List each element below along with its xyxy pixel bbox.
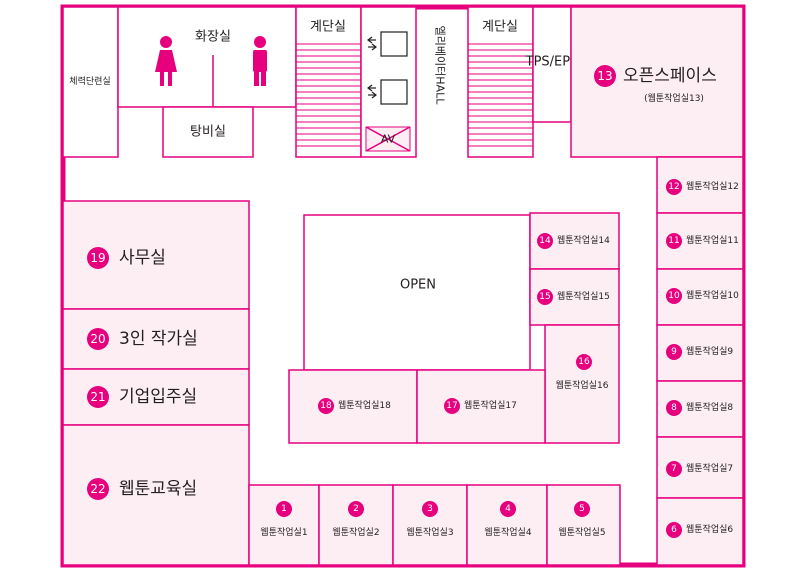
room-8-number: 8: [671, 403, 677, 413]
room-10-number: 10: [668, 291, 680, 301]
elevator-icon: [367, 79, 408, 105]
room-1[interactable]: 1 웹툰작업실1: [248, 484, 320, 566]
tps-eps-label: TPS/EPS: [525, 55, 579, 70]
room-7-number: 7: [671, 464, 677, 474]
room-16[interactable]: 16 웹툰작업실16: [544, 324, 620, 444]
room-10-name: 웹툰작업실10: [686, 290, 739, 301]
room-12-number: 12: [668, 182, 679, 192]
room-17[interactable]: 17 웹툰작업실17: [416, 369, 546, 444]
stairwell-left-label: 계단실: [310, 20, 346, 35]
room-4[interactable]: 4 웹툰작업실4: [466, 484, 548, 566]
room-4-name: 웹툰작업실4: [484, 527, 531, 538]
room-14-number: 14: [539, 236, 551, 246]
room-9-number: 9: [671, 347, 677, 357]
stairwell-right-label: 계단실: [482, 20, 518, 35]
restroom-label: 화장실: [195, 30, 231, 45]
stair-steps-left: [296, 43, 361, 147]
room-22-name: 웹툰교육실: [119, 479, 197, 499]
room-21-name: 기업입주실: [119, 387, 197, 407]
room-5[interactable]: 5 웹툰작업실5: [546, 484, 621, 566]
room-20-number: 20: [90, 332, 105, 346]
room-18-name: 웹툰작업실18: [338, 400, 391, 411]
room-15-name: 웹툰작업실15: [557, 291, 610, 302]
fitness-room-label: 체력단련실: [69, 75, 110, 87]
room-7-name: 웹툰작업실7: [686, 463, 733, 474]
room-6-name: 웹툰작업실6: [686, 524, 733, 535]
room-14[interactable]: 14 웹툰작업실14: [529, 212, 620, 270]
room-5-name: 웹툰작업실5: [558, 527, 605, 538]
elevator-block[interactable]: AV: [360, 6, 417, 158]
room-15[interactable]: 15 웹툰작업실15: [529, 268, 620, 326]
room-12-name: 웹툰작업실12: [686, 181, 739, 192]
shower-room-label: 탕비실: [190, 125, 226, 140]
room-10[interactable]: 10 웹툰작업실10: [656, 268, 744, 326]
room-15-number: 15: [539, 292, 550, 302]
room-3[interactable]: 3 웹툰작업실3: [392, 484, 468, 566]
av-room[interactable]: AV: [365, 126, 411, 152]
room-4-number: 4: [505, 504, 511, 514]
room-11-name: 웹툰작업실11: [686, 235, 739, 246]
room-21-number: 21: [90, 390, 105, 404]
room-7[interactable]: 7 웹툰작업실7: [656, 436, 744, 499]
room-17-name: 웹툰작업실17: [464, 400, 517, 411]
open-area-label: OPEN: [400, 278, 436, 293]
room-18-number: 18: [320, 401, 332, 411]
room-11-number: 11: [668, 236, 679, 246]
room-13-name: 오픈스페이스: [623, 66, 717, 86]
room-19-name: 사무실: [119, 248, 166, 268]
room-5-number: 5: [579, 504, 585, 514]
room-3-name: 웹툰작업실3: [406, 527, 453, 538]
room-12[interactable]: 12 웹툰작업실12: [656, 156, 744, 214]
room-13-sub: (웹툰작업실13): [644, 93, 704, 104]
room-2-number: 2: [353, 504, 359, 514]
tps-eps-room[interactable]: TPS/EPS: [525, 6, 579, 123]
room-19[interactable]: 19 사무실: [62, 200, 250, 310]
stairwell-right[interactable]: 계단실: [467, 6, 534, 158]
room-6-number: 6: [671, 525, 677, 535]
room-22[interactable]: 22 웹툰교육실: [62, 424, 250, 566]
stair-steps-right: [468, 43, 533, 147]
room-13[interactable]: 13 오픈스페이스 (웹툰작업실13): [570, 6, 744, 158]
room-8-name: 웹툰작업실8: [686, 402, 733, 413]
room-18[interactable]: 18 웹툰작업실18: [288, 369, 418, 444]
room-19-number: 19: [90, 251, 105, 265]
room-1-name: 웹툰작업실1: [260, 527, 307, 538]
room-9[interactable]: 9 웹툰작업실9: [656, 324, 744, 382]
stairwell-left[interactable]: 계단실: [295, 6, 362, 158]
elevator-icon: [367, 31, 408, 57]
room-2[interactable]: 2 웹툰작업실2: [318, 484, 394, 566]
room-13-number: 13: [597, 69, 612, 83]
room-6[interactable]: 6 웹툰작업실6: [656, 497, 744, 566]
room-16-number: 16: [578, 357, 590, 367]
room-1-number: 1: [281, 504, 287, 514]
room-20-name: 3인 작가실: [119, 329, 198, 349]
fitness-room[interactable]: 체력단련실: [62, 6, 119, 158]
room-17-number: 17: [446, 401, 457, 411]
room-9-name: 웹툰작업실9: [686, 346, 733, 357]
av-label: AV: [381, 133, 396, 146]
room-22-number: 22: [90, 482, 105, 496]
female-restroom-icon: [155, 36, 177, 86]
room-21[interactable]: 21 기업입주실: [62, 368, 250, 426]
room-3-number: 3: [427, 504, 433, 514]
room-2-name: 웹툰작업실2: [332, 527, 379, 538]
room-20[interactable]: 20 3인 작가실: [62, 308, 250, 370]
shower-room[interactable]: 탕비실: [162, 106, 254, 158]
open-area[interactable]: OPEN: [303, 214, 531, 371]
elevator-hall-label: 엘리베이터HALL: [434, 26, 447, 106]
elevator-hall[interactable]: 엘리베이터HALL: [434, 26, 447, 106]
room-8[interactable]: 8 웹툰작업실8: [656, 380, 744, 438]
male-restroom-icon: [253, 36, 267, 86]
room-16-name: 웹툰작업실16: [556, 380, 609, 391]
restroom[interactable]: 화장실: [117, 6, 297, 108]
room-11[interactable]: 11 웹툰작업실11: [656, 212, 744, 270]
room-14-name: 웹툰작업실14: [557, 235, 610, 246]
